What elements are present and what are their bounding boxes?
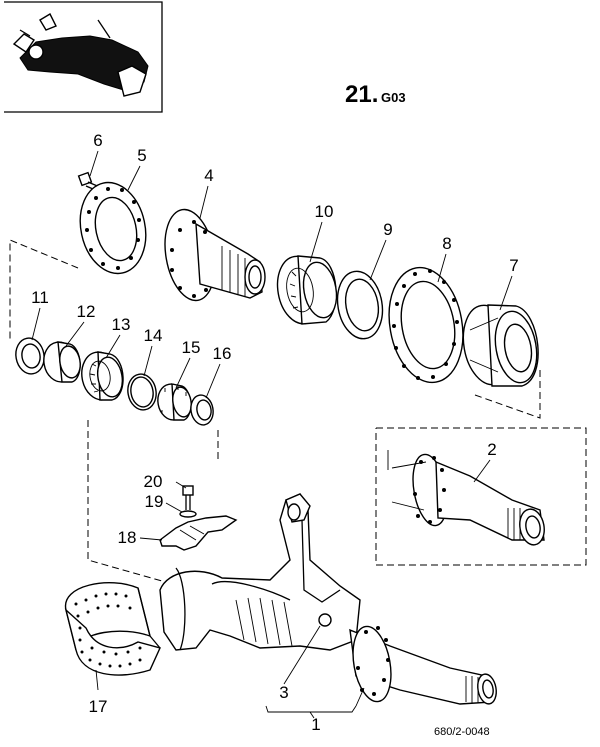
callout-6: 6 <box>93 131 102 150</box>
part-12-seal <box>43 341 81 383</box>
callout-12: 12 <box>77 302 96 321</box>
callout-20: 20 <box>144 472 163 491</box>
callout-labels: 6 5 4 10 9 8 7 11 12 13 14 15 16 2 20 19… <box>31 131 519 734</box>
callout-19: 19 <box>145 492 164 511</box>
part-8-flange-ring <box>388 266 464 384</box>
callout-1: 1 <box>311 715 320 734</box>
callout-leader-lines <box>31 150 513 719</box>
callout-4: 4 <box>204 166 213 185</box>
callout-5: 5 <box>137 146 146 165</box>
part-9-ring <box>336 270 384 340</box>
callout-10: 10 <box>315 202 334 221</box>
callout-17: 17 <box>89 697 108 716</box>
part-4-hub-flange <box>164 208 266 302</box>
assembly-group-lines <box>9 239 587 586</box>
part-14-snap-ring <box>127 373 157 411</box>
part-10-bearing <box>276 255 338 325</box>
callout-18: 18 <box>118 528 137 547</box>
callout-14: 14 <box>144 326 163 345</box>
callout-8: 8 <box>442 234 451 253</box>
locator-thumbnail <box>4 1 163 113</box>
part-16-ring <box>190 394 214 426</box>
part-1-axle-housing <box>159 493 497 705</box>
part-20-bolt <box>182 485 194 510</box>
document-reference: 680/2-0048 <box>434 726 490 738</box>
page-title: 21. <box>345 81 378 108</box>
part-11-ring <box>15 337 45 375</box>
page-code: G03 <box>381 90 406 105</box>
thumbnail-axle-sketch <box>12 13 149 97</box>
part-18-bracket <box>159 515 238 551</box>
part-17-brake-band <box>64 582 161 676</box>
callout-9: 9 <box>383 220 392 239</box>
part-5-flange-plate <box>79 181 147 275</box>
part-19-washer <box>179 510 197 518</box>
part-7-drum <box>462 304 539 387</box>
callout-11: 11 <box>31 288 49 307</box>
part-2-axle-stub <box>387 450 545 546</box>
callout-16: 16 <box>213 344 232 363</box>
callout-15: 15 <box>182 338 201 357</box>
callout-2: 2 <box>487 440 496 459</box>
brake-band-perforations <box>74 592 142 668</box>
part-15-nut <box>157 383 192 421</box>
part-13-bearing <box>81 351 124 401</box>
callout-13: 13 <box>112 315 131 334</box>
callout-7: 7 <box>509 256 518 275</box>
callout-3: 3 <box>279 683 288 702</box>
